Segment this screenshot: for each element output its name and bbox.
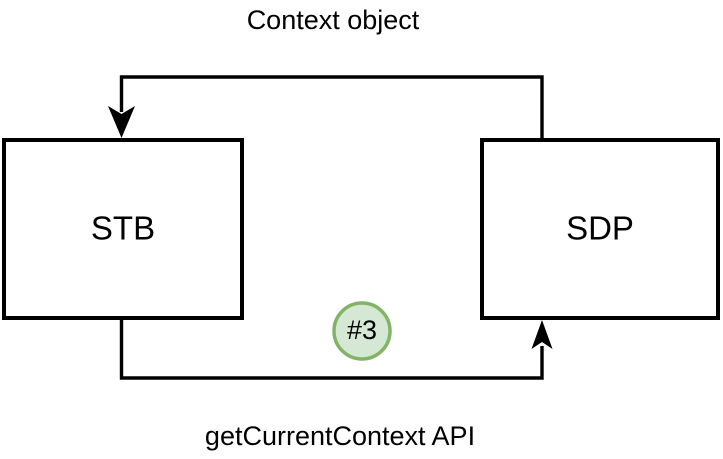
edge-getcurrentcontext-api [119,318,553,380]
sdp-box[interactable] [480,138,720,320]
arrow-head-down-into-stb [108,106,135,138]
context-object-edge-line [119,75,544,138]
getcurrentcontext-edge-line [119,318,544,380]
getcurrentcontext-api-label: getCurrentContext API [205,421,475,451]
node-stb[interactable]: STB [2,138,244,320]
sdp-label: SDP [566,210,634,247]
stb-label: STB [91,210,155,247]
badge-label: #3 [347,315,377,345]
badge-circle[interactable] [332,301,392,361]
step-badge-3[interactable]: #3 [332,301,392,361]
stb-box[interactable] [2,138,244,320]
node-sdp[interactable]: SDP [480,138,720,320]
context-object-label: Context object [247,5,420,35]
arrow-head-up-into-sdp [531,320,553,349]
edge-context-object [108,75,544,138]
